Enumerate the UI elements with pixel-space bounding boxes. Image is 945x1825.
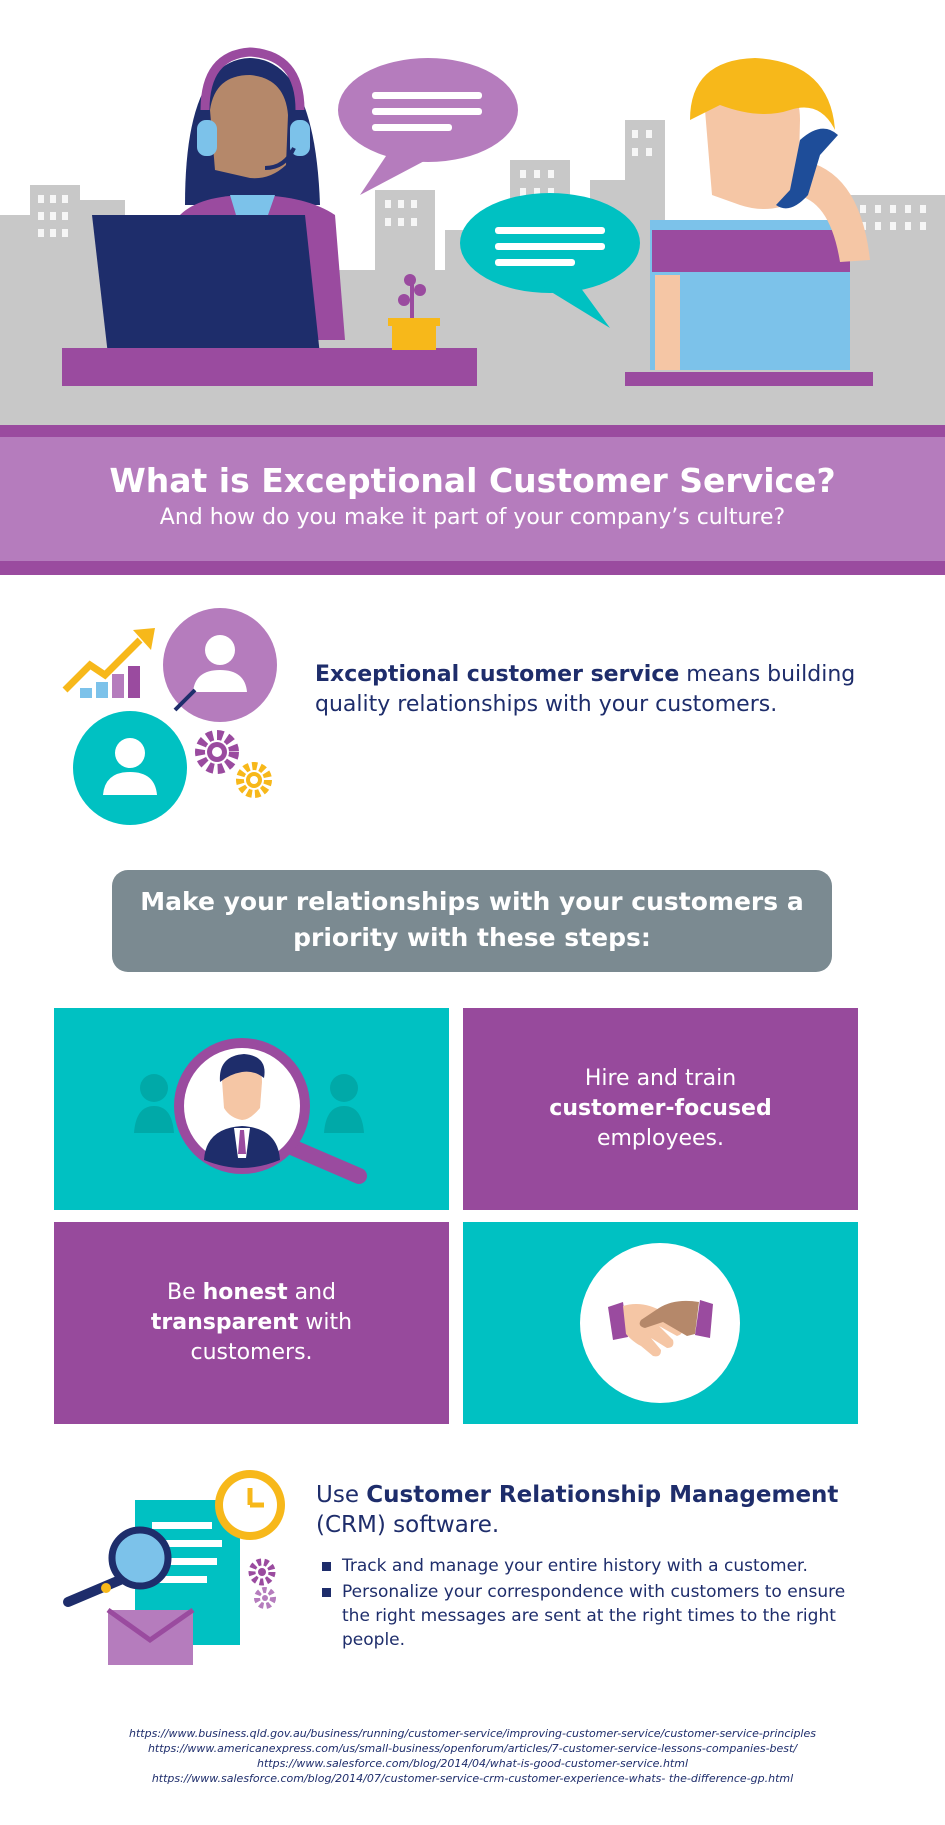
intro-bold: Exceptional customer service bbox=[315, 662, 680, 687]
speech-bubble-icon bbox=[460, 193, 640, 328]
relationship-icon-group bbox=[62, 608, 277, 825]
intro-rest: means building bbox=[679, 662, 856, 687]
honest-bold2: transparent bbox=[150, 1310, 299, 1335]
hero-illustration bbox=[0, 0, 945, 425]
steps-heading-line1: Make your relationships with your custom… bbox=[140, 887, 804, 916]
clock-icon bbox=[215, 1470, 285, 1540]
crm-bullet-list: Track and manage your entire history wit… bbox=[322, 1554, 862, 1654]
hire-line1: Hire and train bbox=[584, 1066, 737, 1091]
banner-stripe-top bbox=[0, 425, 945, 437]
list-item: Track and manage your entire history wit… bbox=[322, 1554, 862, 1578]
crm-icon-group bbox=[63, 1470, 285, 1665]
magnifier-person-icon bbox=[134, 1038, 367, 1184]
gear-icon bbox=[195, 730, 239, 774]
crm-heading: Use Customer Relationship Management (CR… bbox=[316, 1480, 916, 1540]
growth-chart-icon bbox=[62, 628, 155, 698]
list-item: Personalize your correspondence with cus… bbox=[322, 1580, 862, 1652]
laptop-icon bbox=[92, 215, 320, 355]
hire-line3: employees. bbox=[596, 1126, 725, 1151]
crm-section: Use Customer Relationship Management (CR… bbox=[0, 1470, 945, 1670]
intro-text: Exceptional customer service means build… bbox=[315, 660, 895, 720]
phone-caller-icon bbox=[650, 58, 870, 370]
tile-handshake-illustration bbox=[463, 1222, 858, 1424]
gear-icon bbox=[248, 1558, 276, 1586]
honest-line3: customers. bbox=[190, 1340, 313, 1365]
gear-icon bbox=[236, 762, 272, 798]
handshake-icon bbox=[580, 1243, 740, 1403]
envelope-icon bbox=[106, 1607, 195, 1665]
tile-honest-transparent: Be honest and transparent with customers… bbox=[54, 1222, 449, 1424]
honest-pre: Be bbox=[167, 1280, 203, 1305]
user-icon bbox=[73, 711, 187, 825]
hire-bold: customer-focused bbox=[549, 1096, 772, 1121]
steps-heading: Make your relationships with your custom… bbox=[112, 870, 832, 972]
crm-use: Use bbox=[316, 1482, 367, 1508]
source-link: https://www.americanexpress.com/us/small… bbox=[147, 1742, 798, 1755]
magnifier-icon bbox=[63, 1526, 172, 1607]
potted-plant-icon bbox=[388, 274, 440, 350]
honest-bold1: honest bbox=[202, 1280, 288, 1305]
sources-list: https://www.business.qld.gov.au/business… bbox=[0, 1726, 945, 1786]
crm-bold: Customer Relationship Management bbox=[366, 1482, 839, 1508]
honest-mid: and bbox=[287, 1280, 336, 1305]
title-banner: What is Exceptional Customer Service? An… bbox=[0, 425, 945, 575]
intro-line2: quality relationships with your customer… bbox=[315, 692, 778, 717]
city-skyline-icon bbox=[0, 0, 945, 425]
crm-line2: (CRM) software. bbox=[316, 1512, 500, 1538]
intro-section: Exceptional customer service means build… bbox=[0, 600, 945, 840]
gear-icon bbox=[254, 1587, 276, 1609]
tile-recruit-illustration bbox=[54, 1008, 449, 1210]
speech-bubble-icon bbox=[338, 58, 518, 195]
source-link: https://www.salesforce.com/blog/2014/04/… bbox=[257, 1757, 688, 1770]
banner-stripe-bottom bbox=[0, 561, 945, 575]
page-subtitle: And how do you make it part of your comp… bbox=[159, 505, 786, 530]
honest-post: with bbox=[298, 1310, 353, 1335]
page-title: What is Exceptional Customer Service? bbox=[109, 461, 836, 500]
source-link: https://www.salesforce.com/blog/2014/07/… bbox=[151, 1772, 794, 1785]
tile-hire-train: Hire and train customer-focused employee… bbox=[463, 1008, 858, 1210]
steps-heading-line2: priority with these steps: bbox=[293, 923, 651, 952]
source-link: https://www.business.qld.gov.au/business… bbox=[129, 1727, 816, 1740]
